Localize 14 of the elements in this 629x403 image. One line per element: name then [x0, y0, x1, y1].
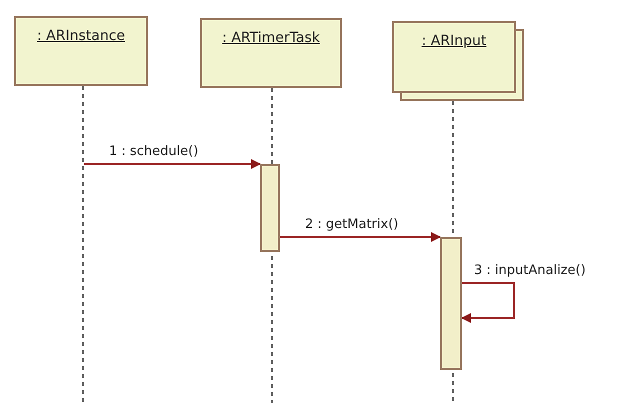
object-name: : ARTimerTask: [221, 30, 321, 46]
object-box: [14, 16, 148, 86]
object-name: : ARInstance: [36, 28, 126, 44]
object-name: : ARInput: [420, 33, 488, 49]
object-box: [392, 21, 516, 93]
message-arrow: [280, 232, 441, 242]
message-arrow: [461, 282, 515, 323]
message-label: 2 : getMatrix(): [305, 217, 398, 232]
object-box: [200, 18, 342, 88]
message-label: 1 : schedule(): [109, 144, 198, 159]
message-arrow: [84, 159, 261, 169]
activation-bar: [440, 237, 462, 370]
message-label: 3 : inputAnalize(): [474, 263, 586, 278]
activation-bar: [260, 164, 280, 252]
